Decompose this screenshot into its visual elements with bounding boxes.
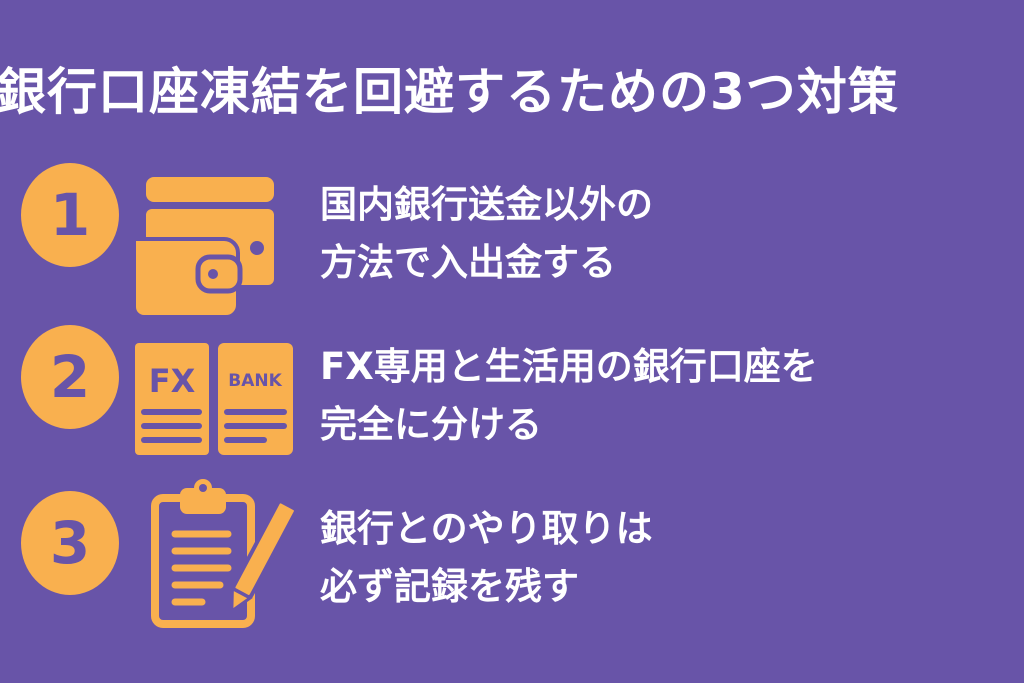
step-3-line-2: 必ず記録を残す [320,565,579,608]
step-1-line-1: 国内銀行送金以外の [320,183,653,226]
step-1-line-2: 方法で入出金する [320,241,616,284]
step-2-line-1: FX専用と生活用の銀行口座を [320,345,818,388]
step-number-3: 3 [21,491,119,595]
step-1-text: 国内銀行送金以外の 方法で入出金する [320,176,653,292]
wallet-icon [132,177,274,319]
step-3-line-1: 銀行とのやり取りは [320,507,653,550]
fx-label: FX [149,362,196,400]
step-2-line-2: 完全に分ける [320,403,542,446]
step-3-text: 銀行とのやり取りは 必ず記録を残す [320,500,653,616]
step-2-text: FX専用と生活用の銀行口座を 完全に分ける [320,338,818,454]
clipboard-pencil-icon [151,479,295,628]
page-title: 銀行口座凍結を回避するための3つ対策 [0,63,899,121]
bank-label: BANK [228,371,282,391]
step-number-1: 1 [21,163,119,267]
step-number-2: 2 [21,325,119,429]
fx-bank-documents-icon: FX BANK [135,343,293,455]
